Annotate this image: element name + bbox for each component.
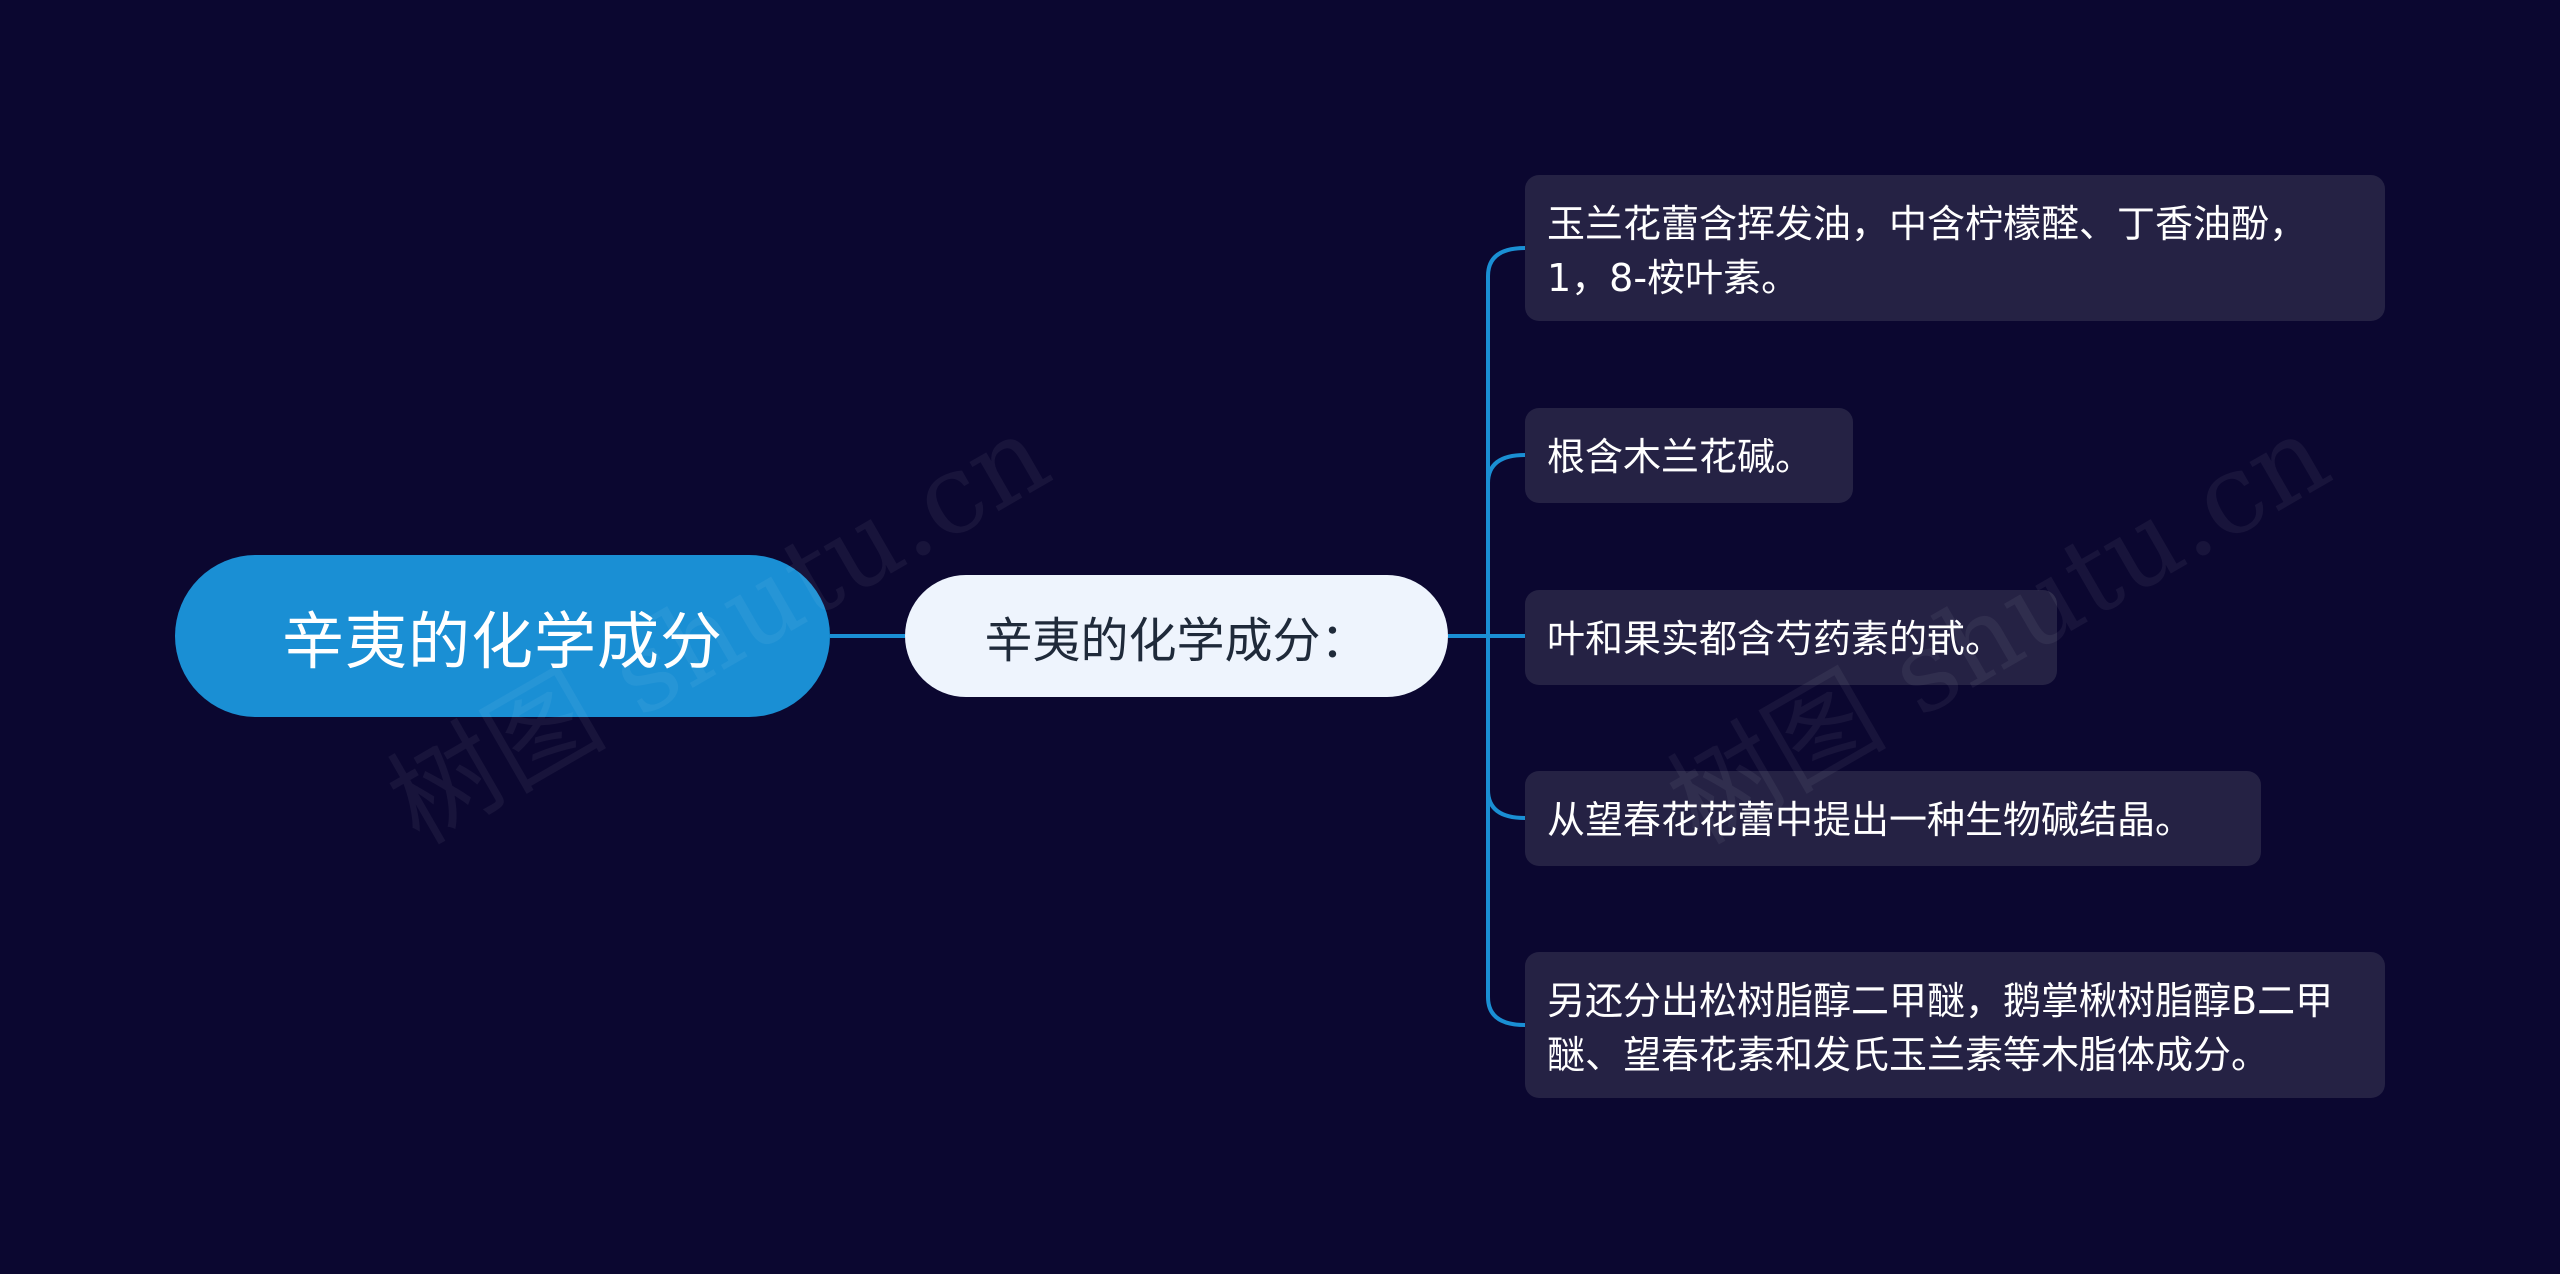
connector-branch-1: [1486, 246, 1526, 636]
leaf-node-label: 叶和果实都含芍药素的甙。: [1547, 617, 2004, 661]
leaf-node-leaf-fruit[interactable]: 叶和果实都含芍药素的甙。: [1525, 590, 2057, 685]
connector-branch-4: [1486, 636, 1526, 820]
leaf-node-label: 根含木兰花碱。: [1547, 435, 1814, 479]
leaf-node-lignans[interactable]: 另还分出松树脂醇二甲醚，鹅掌楸树脂醇B二甲醚、望春花素和发氏玉兰素等木脂体成分。: [1525, 952, 2385, 1098]
root-node[interactable]: 辛夷的化学成分: [175, 555, 830, 717]
root-node-label: 辛夷的化学成分: [281, 605, 723, 678]
connector-branch-5: [1486, 636, 1526, 1027]
leaf-node-alkaloid-crystal[interactable]: 从望春花花蕾中提出一种生物碱结晶。: [1525, 771, 2261, 866]
connector-branch-2: [1486, 453, 1526, 636]
main-topic-node[interactable]: 辛夷的化学成分：: [905, 575, 1448, 697]
leaf-node-label: 玉兰花蕾含挥发油，中含柠檬醛、丁香油酚，1，8-桉叶素。: [1547, 202, 2308, 300]
leaf-node-label: 从望春花花蕾中提出一种生物碱结晶。: [1547, 798, 2194, 842]
leaf-node-root-alkaloid[interactable]: 根含木兰花碱。: [1525, 408, 1853, 503]
leaf-node-label: 另还分出松树脂醇二甲醚，鹅掌楸树脂醇B二甲醚、望春花素和发氏玉兰素等木脂体成分。: [1547, 979, 2334, 1077]
main-topic-label: 辛夷的化学成分：: [984, 613, 1369, 669]
leaf-node-essential-oil[interactable]: 玉兰花蕾含挥发油，中含柠檬醛、丁香油酚，1，8-桉叶素。: [1525, 175, 2385, 321]
